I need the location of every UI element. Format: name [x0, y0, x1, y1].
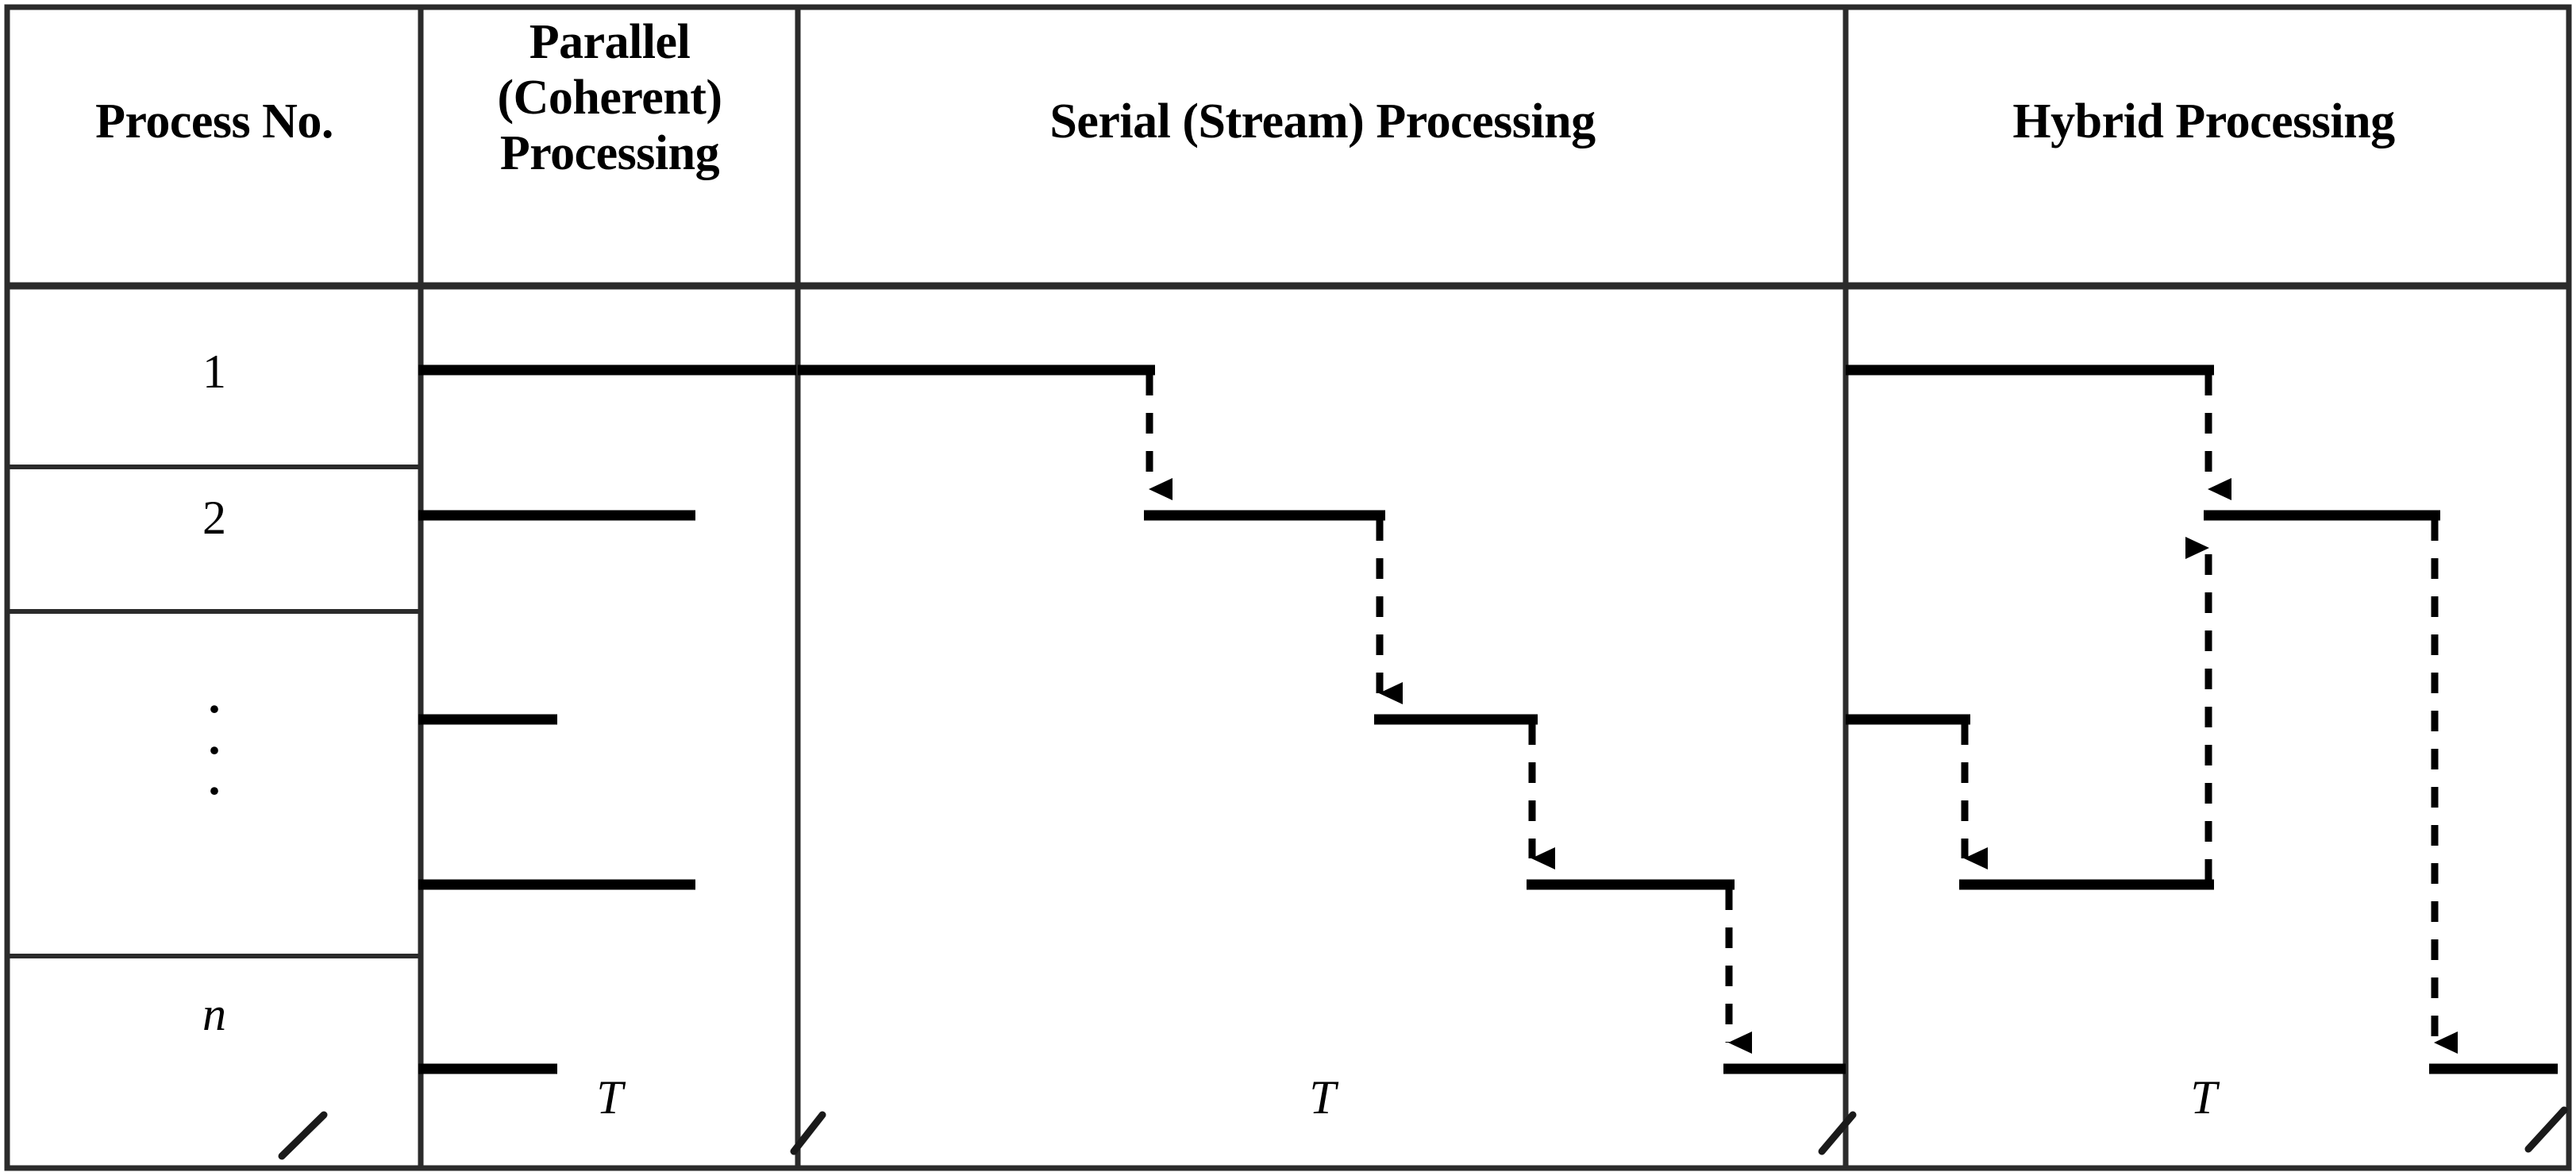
header-parallel: Parallel (Coherent) Processing — [424, 14, 795, 181]
table-grid — [4, 4, 2572, 1171]
panel-parallel-bars — [418, 364, 796, 1074]
ellipsis-dot-2: · — [206, 723, 222, 777]
row-label-ellipsis: · · · — [11, 683, 418, 818]
header-serial: Serial (Stream) Processing — [1049, 94, 1596, 148]
header-process-no: Process No. — [95, 94, 333, 148]
axis-label-hybrid-T: T — [2190, 1071, 2217, 1124]
break-hybrid-icon — [2524, 1106, 2568, 1153]
header-parallel-line-2: (Coherent) — [497, 71, 722, 125]
header-parallel-line-3: Processing — [499, 126, 720, 181]
break-serial-icon — [1818, 1111, 1857, 1155]
break-parallel-icon — [790, 1111, 826, 1155]
panel-serial-bars — [798, 364, 1846, 1074]
header-parallel-line-1: Parallel — [529, 15, 691, 69]
panel-hybrid-connectors — [1961, 375, 2458, 1054]
panel-serial-connectors — [1146, 375, 1752, 1054]
row-label-1: 1 — [202, 345, 226, 398]
axis-label-parallel-T: T — [596, 1071, 623, 1124]
row-label-2: 2 — [202, 492, 226, 544]
ellipsis-dot-3: · — [206, 765, 222, 818]
table-outer-border — [4, 4, 2572, 1171]
break-process-no-icon — [278, 1111, 328, 1160]
axis-break-marks — [278, 1106, 2568, 1160]
header-hybrid: Hybrid Processing — [2012, 94, 2395, 148]
panel-hybrid-bars — [1846, 364, 2558, 1074]
axis-label-serial-T: T — [1309, 1071, 1336, 1124]
ellipsis-dot-1: · — [206, 683, 222, 735]
row-label-n: n — [202, 988, 226, 1040]
